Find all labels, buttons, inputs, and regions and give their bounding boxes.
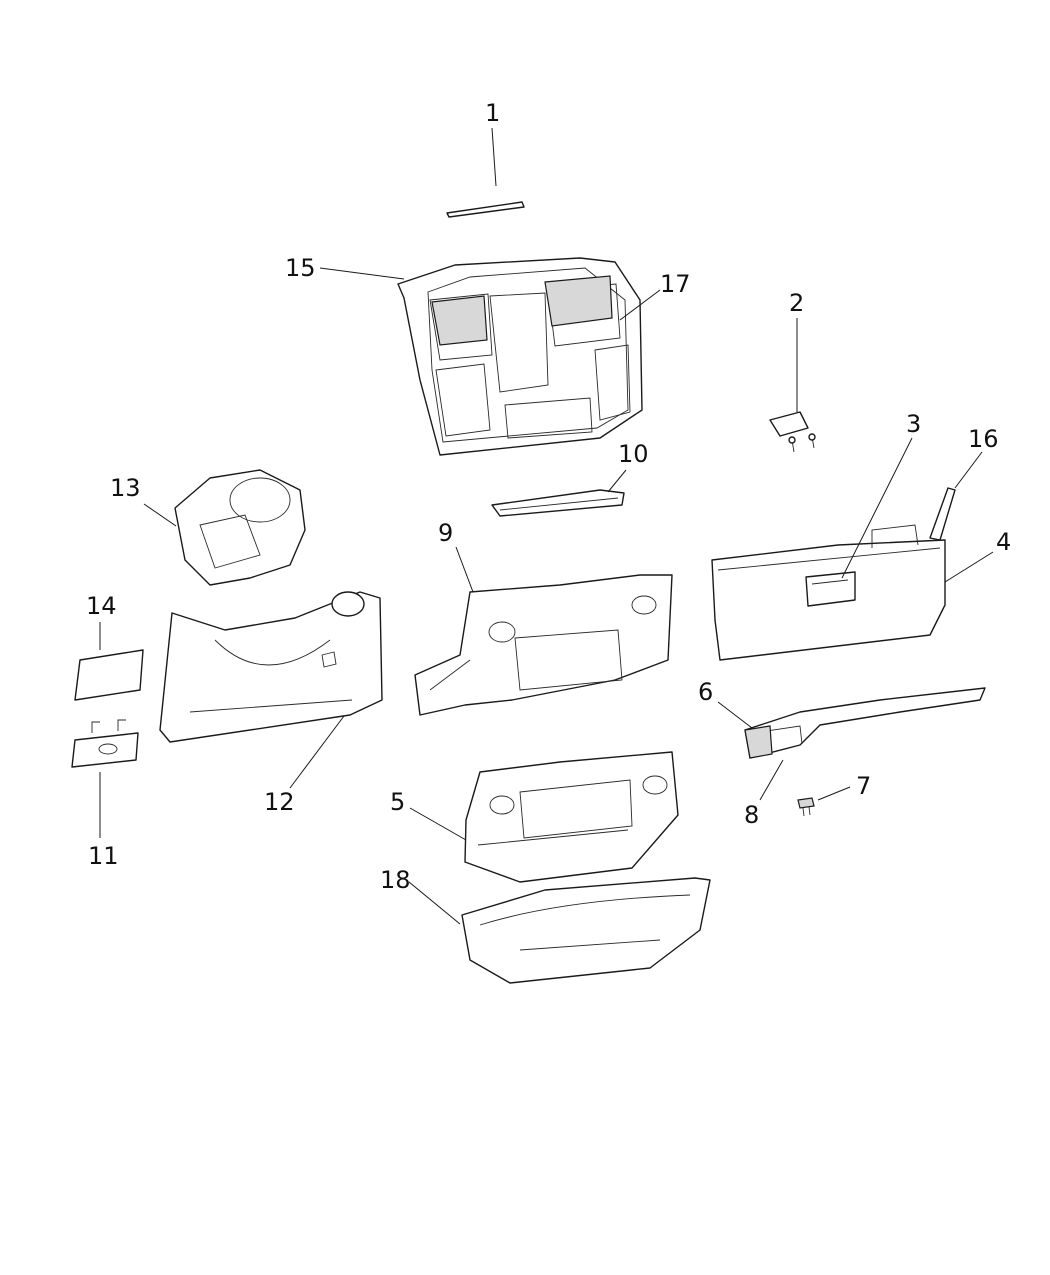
- part-3-latch-handle[interactable]: [805, 571, 856, 607]
- callout-9: 9: [438, 519, 453, 547]
- part-17-vent-assembly[interactable]: [431, 275, 613, 346]
- callout-15: 15: [285, 254, 316, 282]
- part-14-cover-plate[interactable]: [74, 649, 144, 701]
- callout-8: 8: [744, 801, 759, 829]
- callout-7: 7: [856, 772, 871, 800]
- callout-16: 16: [968, 425, 999, 453]
- callout-2: 2: [789, 289, 804, 317]
- part-12-knee-panel[interactable]: [159, 591, 383, 743]
- part-11-bracket[interactable]: [71, 719, 139, 768]
- callout-3: 3: [906, 410, 921, 438]
- part-18-lower-panel[interactable]: [461, 877, 711, 984]
- part-6-bracket[interactable]: [744, 725, 773, 759]
- leader-lines: [99, 127, 994, 925]
- callout-11: 11: [88, 842, 119, 870]
- callout-18: 18: [380, 866, 411, 894]
- callout-labels: 1 2 3 4 5 6 7 8 9 10 11 12 13 14 15 16 1…: [86, 99, 1011, 894]
- part-1-trim-strip[interactable]: [446, 201, 525, 218]
- callout-1: 1: [485, 99, 500, 127]
- part-7-clip[interactable]: [797, 797, 815, 817]
- callout-5: 5: [390, 788, 405, 816]
- part-10-trim-panel[interactable]: [491, 489, 625, 517]
- part-8-lower-rail[interactable]: [744, 687, 986, 759]
- callout-12: 12: [264, 788, 295, 816]
- callout-17: 17: [660, 270, 691, 298]
- callout-4: 4: [996, 528, 1011, 556]
- callout-13: 13: [110, 474, 141, 502]
- callout-6: 6: [698, 678, 713, 706]
- part-13-column-shroud[interactable]: [174, 469, 306, 586]
- callout-14: 14: [86, 592, 117, 620]
- part-2-bracket[interactable]: [769, 411, 816, 453]
- part-5-center-stack-bezel[interactable]: [464, 751, 679, 883]
- part-16-hinge-bracket[interactable]: [929, 487, 956, 541]
- callout-10: 10: [618, 440, 649, 468]
- part-9-lower-bezel[interactable]: [414, 574, 673, 716]
